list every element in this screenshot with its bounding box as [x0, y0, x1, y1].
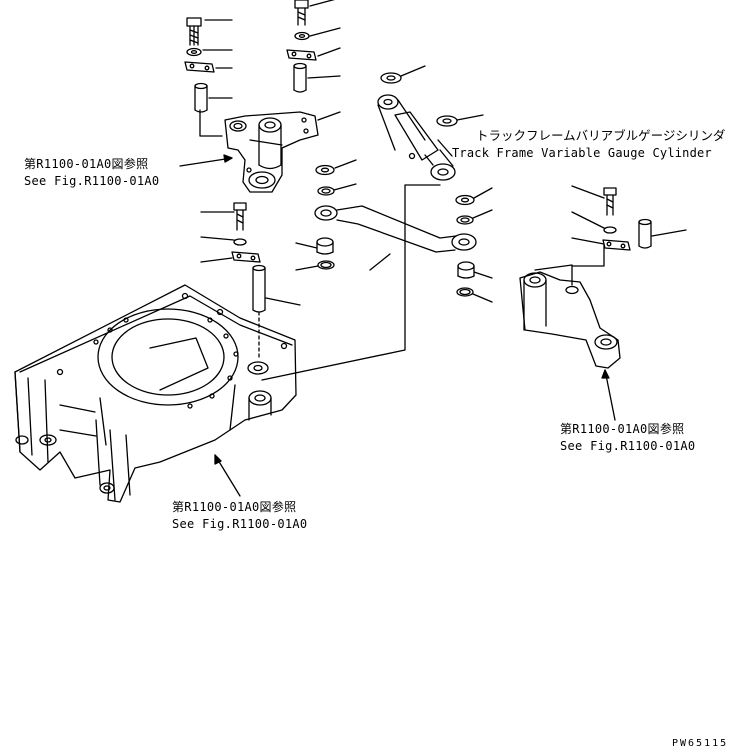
bolt-c [233, 202, 247, 231]
lock-plate-d [602, 239, 631, 251]
bolt-b [294, 0, 309, 26]
lock-plate-a [184, 61, 215, 73]
cylinder-label-en: Track Frame Variable Gauge Cylinder [452, 146, 712, 160]
base-frame [14, 284, 297, 503]
bushing-right [457, 261, 475, 279]
washer-c2 [317, 186, 335, 196]
upper-bracket [224, 111, 319, 193]
bolt-a [186, 17, 202, 46]
right-bracket [519, 271, 621, 369]
pin-c [252, 264, 266, 313]
pin-d [638, 218, 652, 249]
pin-a [194, 82, 208, 113]
lock-plate-c [231, 251, 261, 263]
cylinder-washer-1 [380, 72, 402, 84]
washer-f [603, 226, 617, 234]
washer-c1 [315, 164, 335, 176]
ref-left-en: See Fig.R1100-01A0 [24, 174, 160, 188]
ref-bottom-jp: 第R1100-01A0図参照 [172, 500, 297, 514]
snap-ring-right [456, 287, 474, 297]
cylinder-label-jp: トラックフレームバリアブルゲージシリンダ [476, 128, 726, 143]
bushing-left [316, 237, 334, 255]
lock-plate-b [286, 49, 317, 61]
drawing-code: PW65115 [672, 738, 729, 749]
ref-left-jp: 第R1100-01A0図参照 [24, 157, 149, 171]
link-arm [314, 205, 477, 253]
ref-right-en: See Fig.R1100-01A0 [560, 439, 696, 453]
bolt-d [603, 187, 617, 216]
variable-gauge-cylinder [377, 94, 456, 181]
washer-b [294, 31, 310, 41]
ref-arrow-right [601, 369, 616, 421]
snap-ring-left [317, 260, 335, 270]
washer-d2 [456, 215, 474, 225]
ref-arrow-left [179, 154, 233, 167]
cylinder-washer-2 [436, 115, 458, 127]
pin-b [293, 62, 307, 93]
washer-d1 [455, 194, 475, 206]
ref-right-jp: 第R1100-01A0図参照 [560, 422, 685, 436]
ref-bottom-en: See Fig.R1100-01A0 [172, 517, 308, 531]
ref-arrow-bottom [214, 454, 241, 497]
washer-a [186, 47, 202, 57]
washer-e [233, 238, 247, 246]
